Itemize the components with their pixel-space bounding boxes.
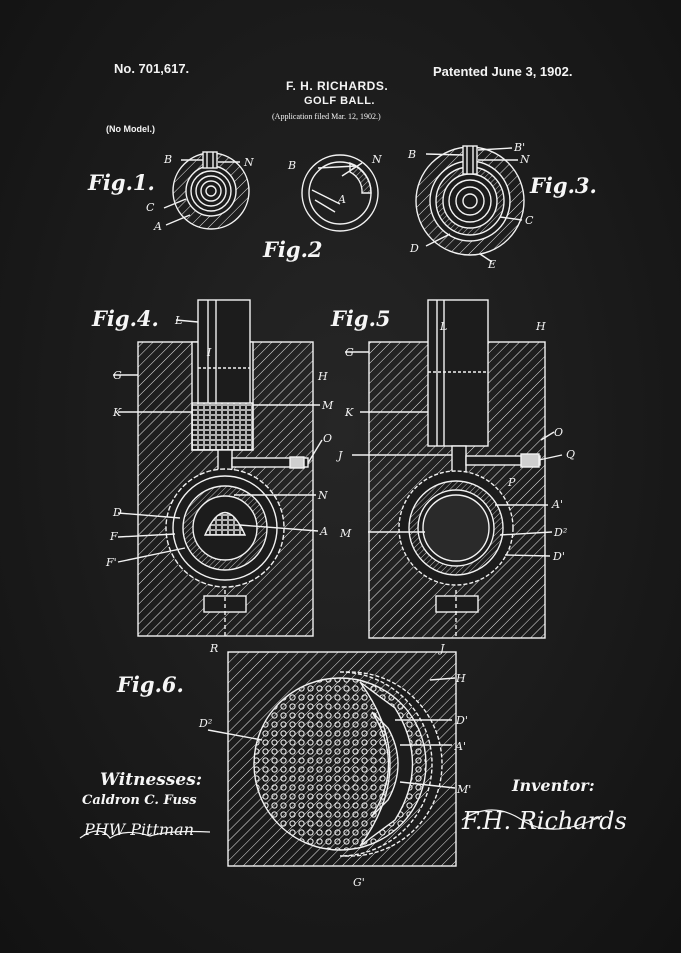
fig5-label-O: O — [554, 426, 563, 439]
fig4-label-K: K — [112, 406, 122, 419]
fig1-label-B: B — [163, 153, 172, 166]
fig4-label-G: G — [113, 369, 122, 382]
inventor-heading: Inventor: — [512, 776, 595, 795]
patent-number: No. 701,617. — [114, 61, 190, 76]
fig4-label-M: M — [321, 399, 334, 412]
fig6-label-D-prime: D' — [455, 714, 468, 727]
fig1-label-A: A — [153, 220, 162, 233]
fig6-label-H: H — [455, 672, 466, 685]
fig5-label-R: R — [209, 642, 218, 655]
fig3-drawing — [415, 145, 525, 263]
fig3-label-E: E — [487, 258, 496, 271]
fig4-drawing — [113, 299, 323, 637]
fig4-label-D: D — [112, 506, 122, 519]
fig2-label-A: A — [337, 193, 346, 206]
fig5-label-J-bottom: J — [438, 642, 445, 655]
fig3-label-B-prime: B' — [513, 141, 525, 154]
fig2-label-B: B — [287, 159, 296, 172]
fig3-label-B: B — [407, 148, 416, 161]
fig4-label-A: A — [319, 525, 328, 538]
inventor-signature: F.H. Richards — [462, 807, 627, 835]
fig1-label-N: N — [243, 156, 254, 169]
witness-2-flourish — [79, 830, 211, 839]
fig5-label-Q: Q — [566, 448, 575, 461]
fig1-label: Fig.1. — [88, 170, 155, 195]
fig5-label-A-prime: A' — [551, 498, 563, 511]
fig2-drawing — [301, 154, 379, 232]
fig4-label-F: F — [109, 530, 118, 543]
model-note: (No Model.) — [106, 124, 155, 134]
fig6-label: Fig.6. — [117, 672, 184, 697]
patent-title: GOLF BALL. — [304, 95, 375, 107]
fig4-label-N: N — [317, 489, 328, 502]
fig4-label-O: O — [323, 432, 332, 445]
fig5-label-J: J — [336, 449, 343, 462]
fig4-label-F-prime: F' — [105, 556, 117, 569]
fig5-label-M: M — [339, 527, 352, 540]
fig4-label: Fig.4. — [92, 306, 159, 331]
fig5-label: Fig.5 — [331, 306, 391, 331]
fig1-label-C: C — [146, 201, 155, 214]
inventor-flourish — [461, 809, 603, 830]
fig3-label: Fig.3. — [530, 173, 597, 198]
inventor-name: F. H. RICHARDS. — [286, 79, 389, 93]
fig3-label-D: D — [409, 242, 419, 255]
fig5-label-D-prime: D' — [552, 550, 565, 563]
witnesses-heading: Witnesses: — [100, 770, 203, 790]
fig3-label-C: C — [525, 214, 534, 227]
fig2-label: Fig.2 — [263, 237, 323, 262]
fig6-drawing — [207, 651, 457, 867]
fig4-label-H: H — [317, 370, 328, 383]
witness-2-signature: PHW Pittman — [84, 820, 195, 839]
fig4-label-L: L — [174, 314, 182, 327]
fig5-label-L: L — [439, 320, 447, 333]
fig1-drawing — [163, 151, 250, 230]
fig5-label-H: H — [535, 320, 546, 333]
application-date: (Application filed Mar. 12, 1902.) — [272, 112, 381, 121]
fig3-label-N: N — [519, 153, 530, 166]
patent-date: Patented June 3, 1902. — [433, 64, 573, 79]
witness-1-signature: Caldron C. Fuss — [82, 793, 197, 808]
fig5-drawing — [345, 299, 563, 639]
fig6-label-A-prime: A' — [454, 740, 466, 753]
fig6-label-M-prime: M' — [456, 783, 471, 796]
fig2-label-N: N — [371, 153, 382, 166]
fig6-label-D2: D² — [198, 717, 212, 730]
fig5-label-D2: D² — [553, 526, 567, 539]
fig4-label-I: I — [206, 346, 212, 359]
fig6-label-G-prime: G' — [353, 876, 365, 889]
fig5-label-K: K — [344, 406, 354, 419]
fig5-label-P: P — [507, 476, 516, 489]
fig5-label-G: G — [345, 346, 354, 359]
